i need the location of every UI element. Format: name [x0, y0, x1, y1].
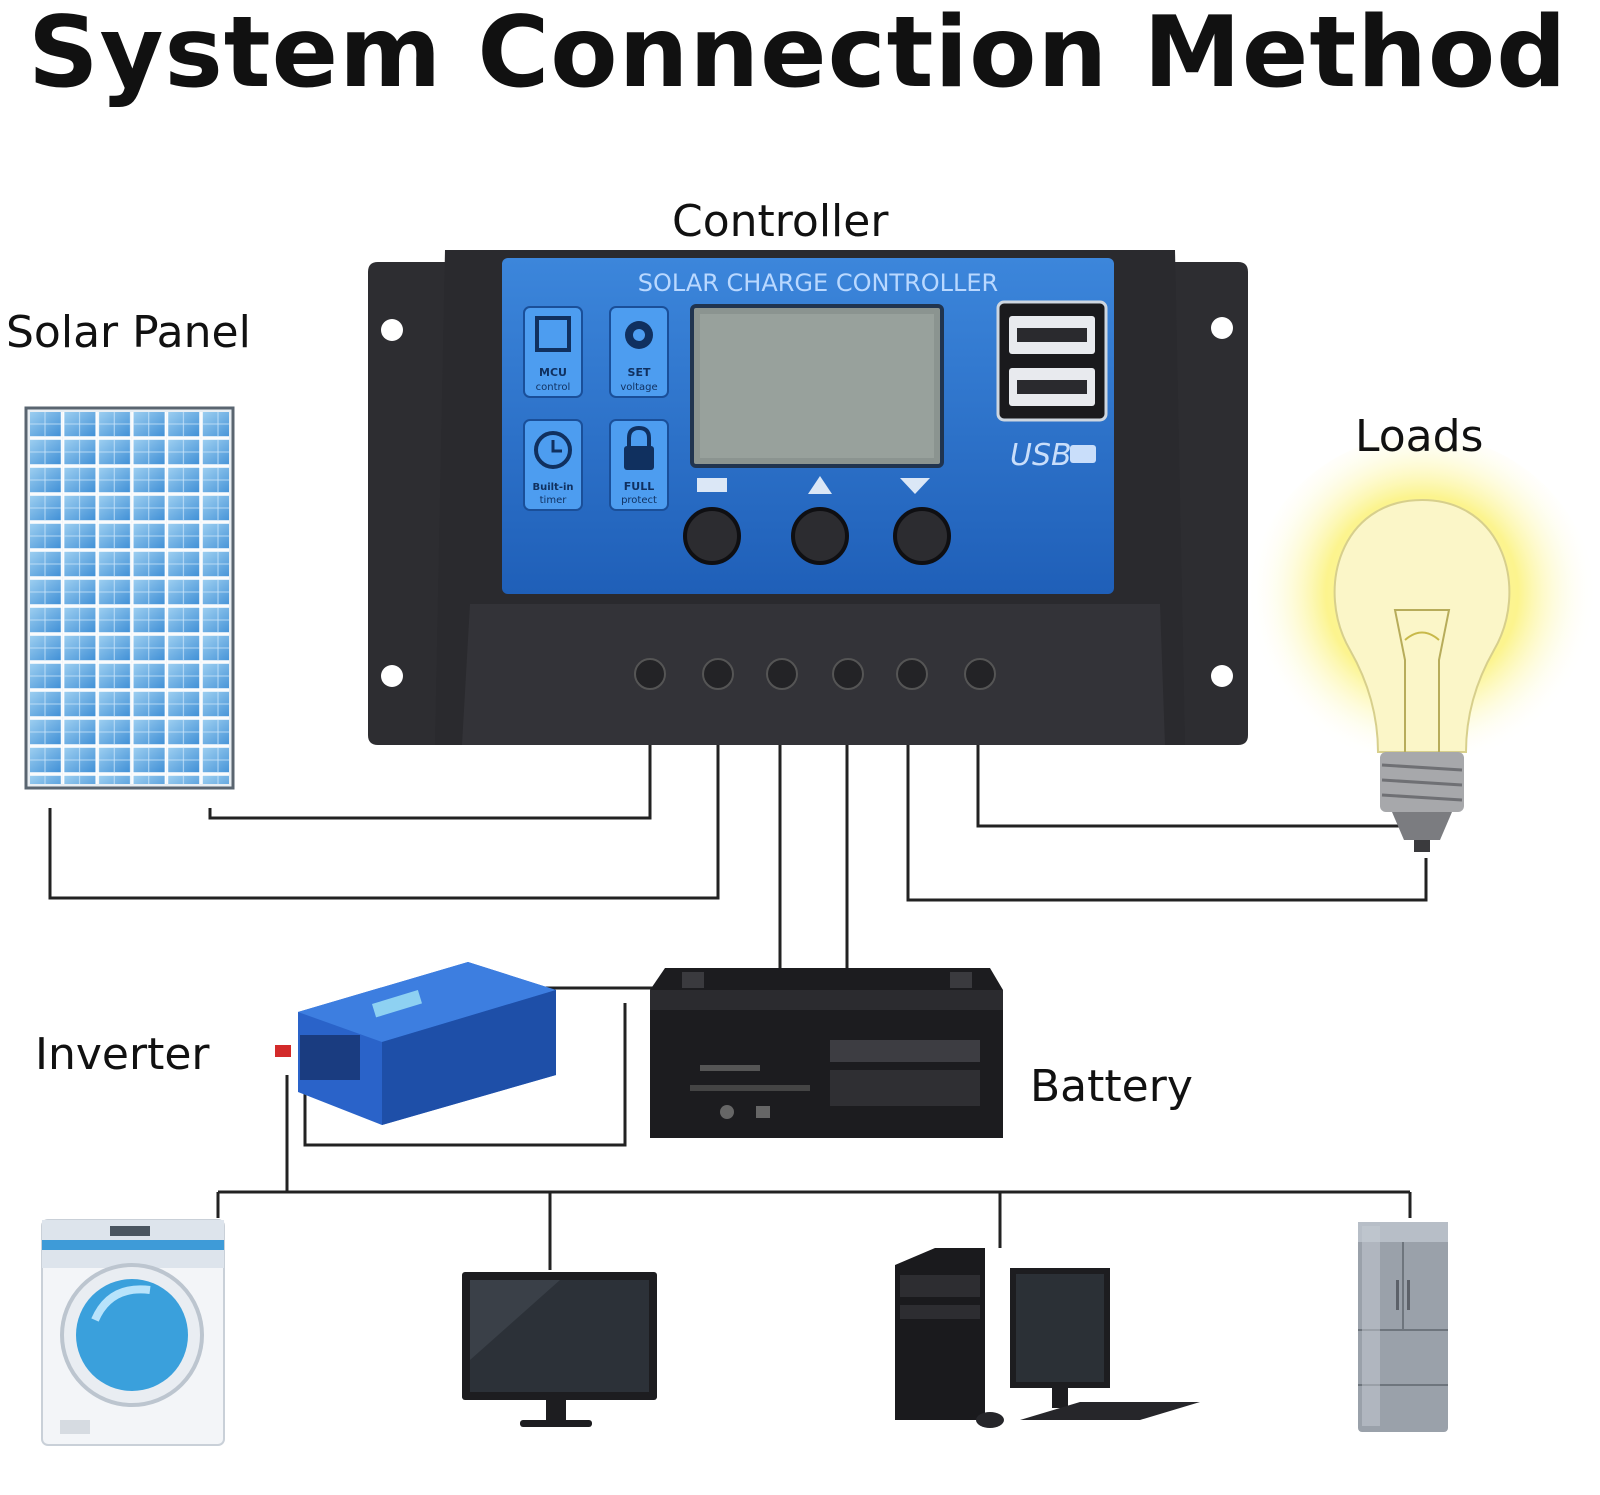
charge-controller: SOLAR CHARGE CONTROLLER MCU control SET … [368, 250, 1248, 745]
feature-tile-protect: FULL protect [609, 419, 669, 511]
svg-text:control: control [536, 382, 571, 393]
terminal-5 [896, 658, 928, 690]
solar-panel-icon [24, 406, 235, 790]
up-arrow-icon [808, 476, 832, 494]
desktop-computer-icon [895, 1248, 1200, 1428]
battery-label: Battery [1030, 1061, 1193, 1112]
svg-text:Built-in: Built-in [532, 482, 573, 493]
menu-return-icon [697, 478, 727, 492]
page-title: System Connection Method [28, 0, 1568, 110]
controller-header: SOLAR CHARGE CONTROLLER [638, 269, 998, 297]
feature-tile-mcu: MCU control [523, 306, 583, 398]
svg-text:voltage: voltage [620, 382, 657, 393]
svg-text:FULL: FULL [624, 480, 654, 493]
tv-monitor-icon [462, 1272, 657, 1427]
svg-text:MCU: MCU [539, 366, 567, 379]
inverter-icon [275, 962, 556, 1125]
svg-text:timer: timer [540, 495, 568, 506]
washing-machine-icon [41, 1219, 225, 1446]
terminal-4 [832, 658, 864, 690]
light-bulb-icon [1247, 435, 1597, 852]
lock-icon [624, 425, 654, 470]
feature-tile-timer: Built-in timer [523, 419, 583, 511]
mcu-chip-icon [535, 316, 571, 352]
inverter-label: Inverter [35, 1029, 210, 1080]
wire-battery-inverter-b [303, 1003, 627, 1147]
battery-icon [650, 968, 1003, 1138]
feature-tile-set: SET voltage [609, 306, 669, 398]
clock-icon [534, 431, 572, 469]
terminal-2 [702, 658, 734, 690]
usb-label: USB [1010, 438, 1072, 473]
svg-text:protect: protect [621, 495, 657, 506]
solar-panel-label: Solar Panel [6, 307, 251, 358]
terminal-screws [634, 658, 996, 690]
controller-label: Controller [672, 196, 889, 247]
terminal-3 [766, 658, 798, 690]
usb-plug-icon [1070, 445, 1096, 463]
loads-label: Loads [1355, 411, 1484, 462]
wire-panel-negative [48, 672, 720, 900]
button-down[interactable] [893, 478, 951, 565]
button-menu[interactable] [683, 478, 741, 565]
usb-ports [996, 300, 1108, 422]
button-up[interactable] [791, 476, 849, 565]
down-arrow-icon [900, 478, 930, 494]
terminal-1 [634, 658, 666, 690]
gear-icon [625, 321, 653, 349]
refrigerator-icon [1358, 1222, 1448, 1432]
wire-load-negative [906, 672, 1428, 902]
terminal-6 [964, 658, 996, 690]
svg-text:SET: SET [628, 366, 651, 379]
